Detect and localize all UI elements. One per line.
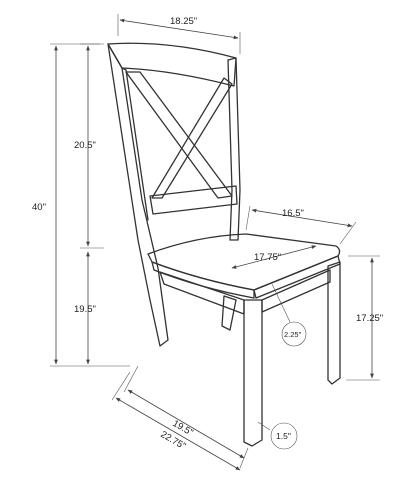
- dim-leg-thickness: 2.25": [271, 283, 307, 347]
- rear-right-leg: [221, 295, 237, 331]
- label-apron-height: 17.25": [356, 313, 383, 324]
- label-seat-depth: 16.5": [282, 208, 304, 219]
- label-top-width: 18.25": [170, 16, 197, 27]
- label-seat-inner: 17.75": [254, 252, 281, 263]
- dim-seat-inner: 17.75": [231, 245, 317, 269]
- front-left-leg: [243, 299, 263, 447]
- label-leg-thickness: 2.25": [284, 330, 302, 339]
- label-leg-width: 1.5": [276, 431, 291, 441]
- seat-front-edge: [151, 261, 255, 299]
- seat-top: [147, 233, 341, 291]
- dim-base-width: 19.5": [123, 365, 249, 469]
- front-right-leg: [327, 261, 341, 385]
- dim-leg-width: 1.5": [257, 421, 298, 450]
- back-top-rail: [107, 42, 237, 87]
- dim-top-width: 18.25": [117, 14, 241, 54]
- dim-seat-depth: 16.5": [245, 205, 357, 245]
- label-seat-height: 19.5": [74, 304, 96, 315]
- label-back-height: 20.5": [74, 140, 96, 151]
- label-total-height: 40": [32, 202, 46, 213]
- chair-drawing: [107, 42, 341, 447]
- dim-seat-height: 19.5": [74, 251, 96, 365]
- dim-back-height: 20.5": [74, 43, 104, 249]
- left-back-post: [107, 43, 169, 347]
- dim-apron-height: 17.25": [346, 255, 383, 381]
- left-back-post-inner: [121, 67, 149, 221]
- back-lower-rail: [149, 185, 238, 215]
- x-cross-b: [151, 77, 233, 199]
- right-back-post: [227, 57, 241, 241]
